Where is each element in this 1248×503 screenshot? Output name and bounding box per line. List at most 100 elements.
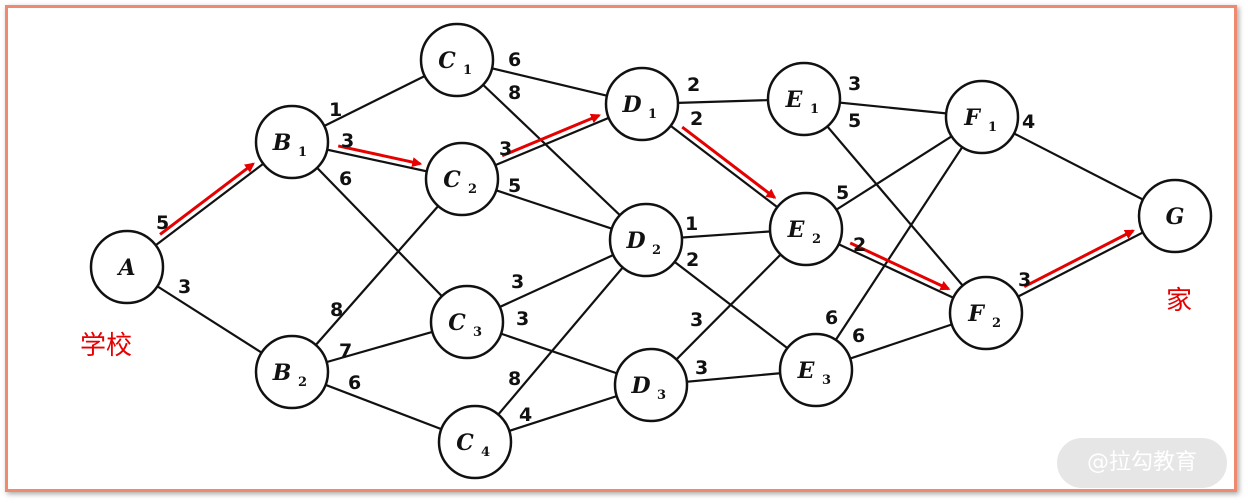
node-letter: C [448,310,466,336]
edge-weight-B1-C2: 3 [341,130,354,152]
edge-weight-B1-C3: 6 [339,168,352,190]
edge-weight-E3-F2: 6 [852,325,865,347]
edge-weight-A-B2: 3 [178,276,191,298]
edge-weight-D2-E2: 1 [685,213,698,235]
node-letter: B [272,130,292,156]
node-letter: D [630,373,650,399]
node-circle [948,275,1024,351]
edge-weight-F1-G: 4 [1022,111,1035,133]
node-subscript: 2 [298,375,307,390]
edge-weight-E1-F2: 5 [848,110,861,132]
edge-B2-C2 [291,178,463,373]
path-arrow-D1-E2 [681,125,777,199]
node-circle [89,229,165,305]
node-letter: C [456,430,474,456]
edge-E3-F1 [815,116,983,371]
start-label-school: 学校 [80,331,132,361]
path-arrow-C2-D1 [501,113,601,158]
edge-weight-C4-D2: 8 [508,368,521,390]
node-subscript: 1 [810,102,819,117]
path-arrow-E2-F2 [849,241,951,291]
edge-weight-C3-D3: 3 [516,308,529,330]
node-circle [778,332,854,408]
edge-weight-D1-E1: 2 [687,74,700,96]
edge-weight-D2-E3: 2 [686,249,699,271]
node-subscript: 2 [652,243,661,258]
node-circle [437,404,513,480]
edge-weight-D3-E3: 3 [695,357,708,379]
node-circle [608,202,684,278]
node-letter: B [272,360,292,386]
node-letter: D [625,228,645,254]
node-subscript: 2 [992,316,1001,331]
edge-weight-B2-C4: 6 [348,372,361,394]
node-letter: E [797,358,816,384]
node-subscript: 1 [988,120,997,135]
node-circle [424,141,500,217]
edge-E1-F2 [803,98,987,314]
node-subscript: 1 [648,107,657,122]
edge-weight-F2-G: 3 [1018,269,1031,291]
node-circle [768,191,844,267]
edge-weight-B1-C1: 1 [329,99,342,121]
node-subscript: 3 [473,325,482,340]
edge-weight-C1-D1: 6 [508,49,521,71]
edge-weight-C1-D2: 8 [508,82,521,104]
edge-weight-E1-F1: 3 [848,73,861,95]
node-subscript: 4 [481,445,490,460]
edge-weight-D1-E2: 2 [690,108,703,130]
edge-weight-D3-E2: 3 [690,309,703,331]
node-circle [766,61,842,137]
edge-weight-C3-D2: 3 [511,271,524,293]
node-circle [429,284,505,360]
node-letter: F [967,301,985,327]
node-letter: C [438,48,456,74]
path-arrow-A-B1 [159,162,255,236]
node-A: A [89,229,165,305]
edge-weight-E2-F1: 5 [836,182,849,204]
node-circle [1137,178,1213,254]
node-circle [254,334,330,410]
node-letter: F [963,105,981,131]
node-circle [944,79,1020,155]
end-label-home: 家 [1166,286,1192,316]
node-letter: D [621,92,641,118]
node-subscript: 3 [657,388,666,403]
node-subscript: 2 [812,232,821,247]
node-letter: G [1166,204,1185,230]
node-subscript: 1 [463,63,472,78]
node-circle [613,347,689,423]
node-letter: C [443,167,461,193]
edge-weight-E2-F2: 2 [853,234,866,256]
node-circle [419,22,495,98]
watermark: @拉勾教育 [1057,438,1227,488]
path-arrow-F2-G [1023,229,1135,288]
edge-weight-A-B1: 5 [156,212,169,234]
node-letter: E [787,217,806,243]
node-letter: A [116,255,135,281]
edge-B1-C3 [291,141,468,323]
edge-C4-D2 [474,239,647,443]
node-letter: E [785,87,804,113]
edge-weight-C2-D2: 5 [508,175,521,197]
edge-weight-B2-C2: 8 [330,299,343,321]
node-circle [254,104,330,180]
node-subscript: 1 [298,145,307,160]
node-subscript: 2 [468,182,477,197]
edge-weight-C2-D1: 3 [499,138,512,160]
path-arrow-B1-C2 [337,144,423,167]
